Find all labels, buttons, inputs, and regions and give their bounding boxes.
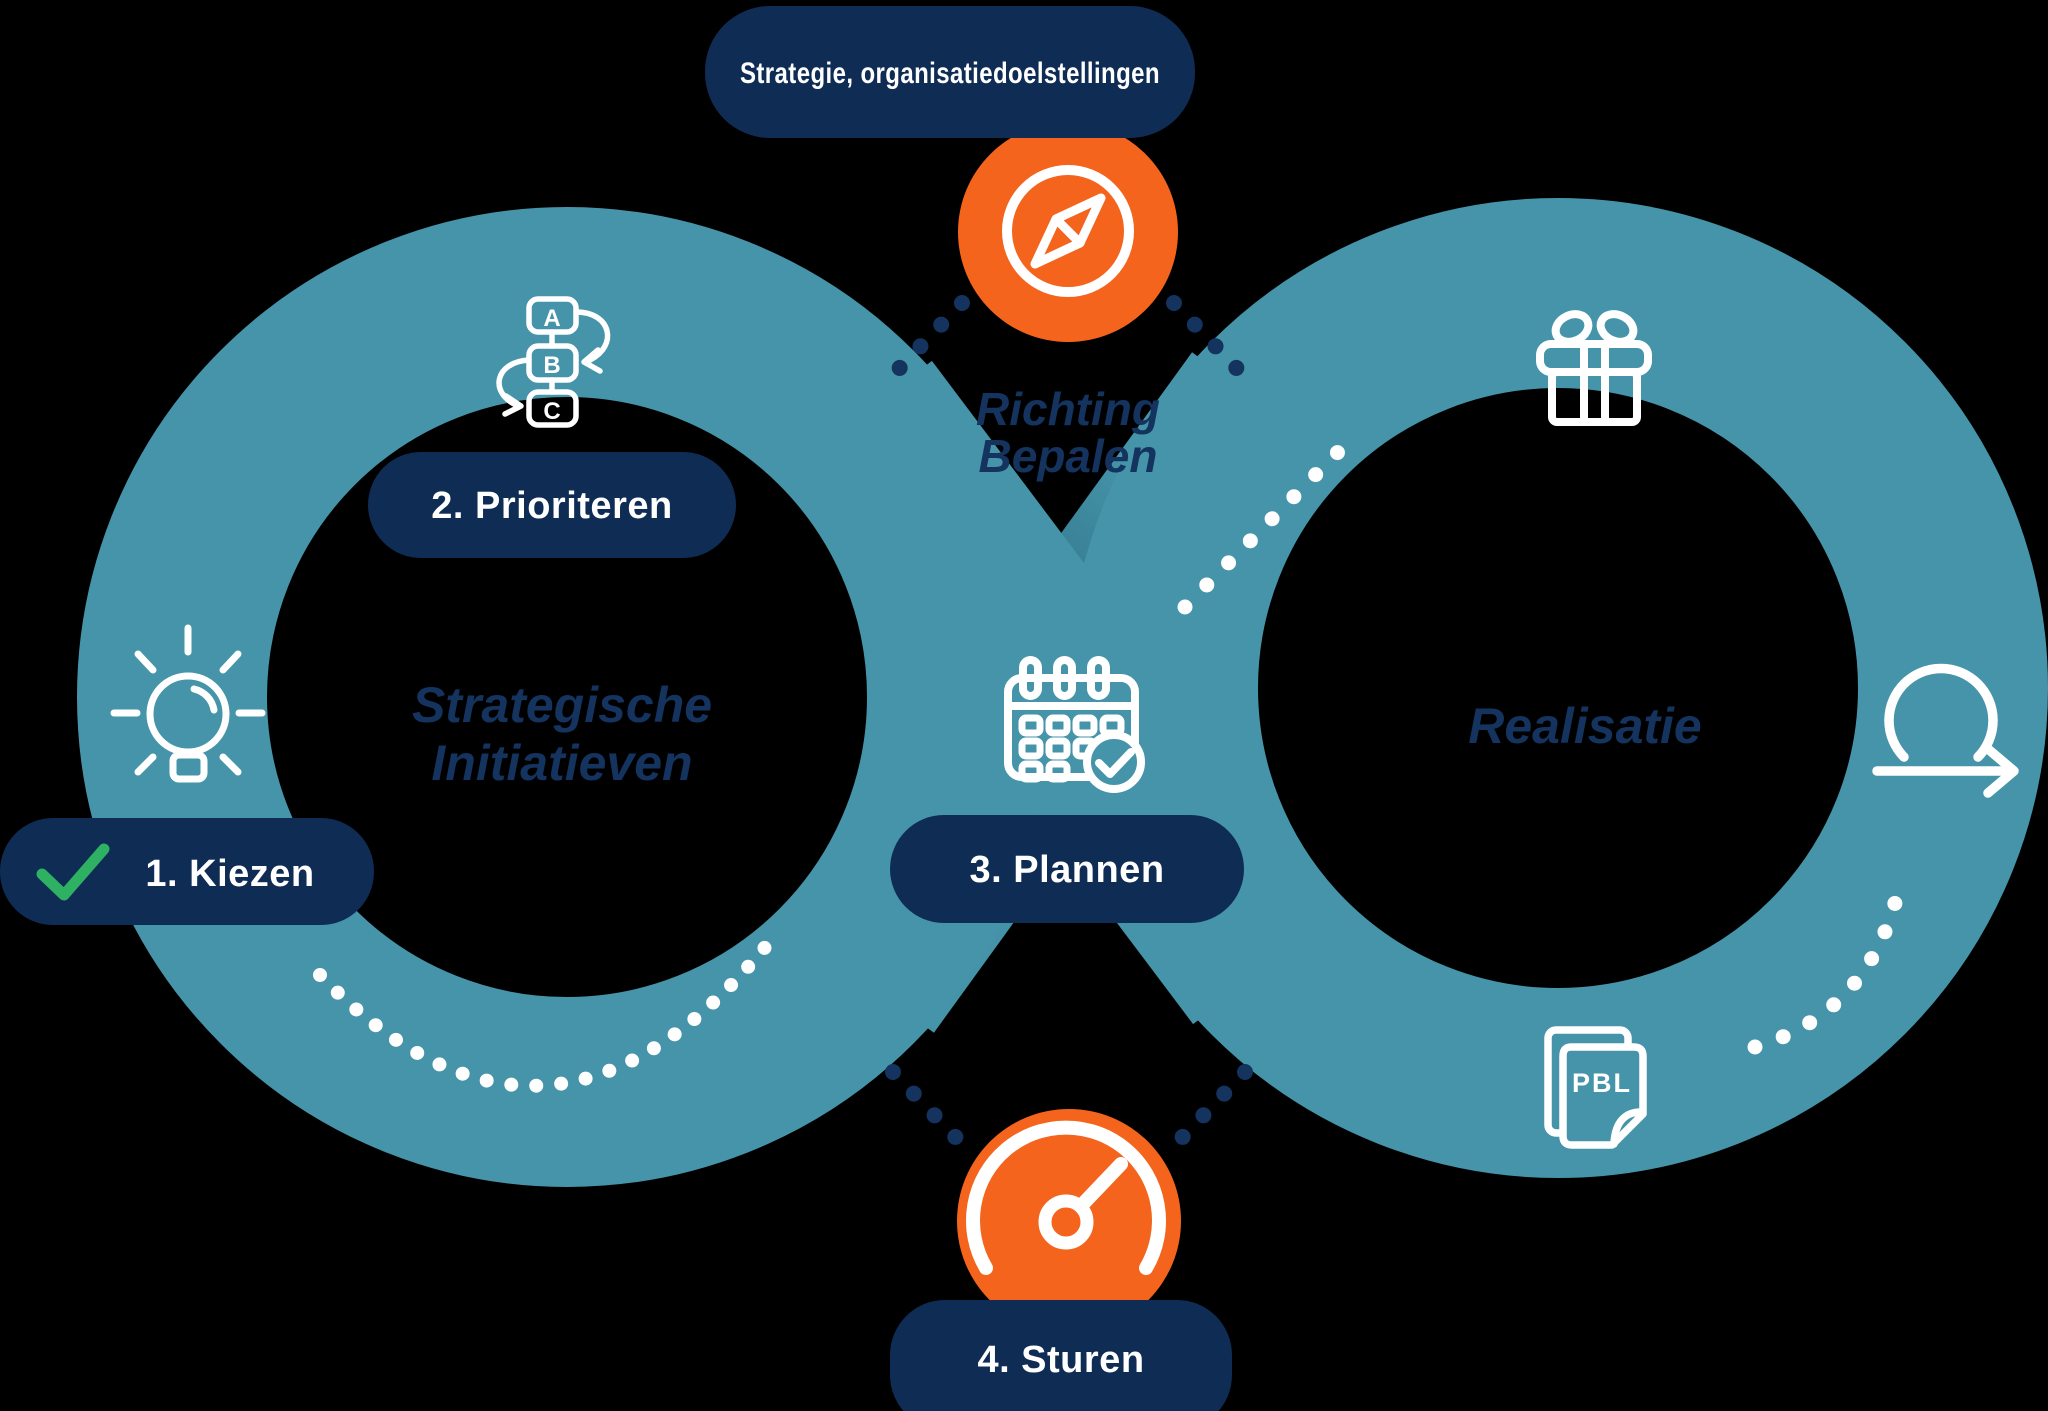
compass-node [958,122,1178,342]
abc-letter-b: B [543,352,560,379]
heading-richting-line2: Bepalen [979,430,1158,482]
compass-icon [1002,165,1134,297]
abc-priority-icon: A B C [496,296,611,428]
step-pill-sturen-bg [890,1300,1232,1411]
abc-letter-c: C [543,398,560,425]
flow-dots-right-loop-bottom [1747,895,1903,1055]
connector-dots-bottom-right [1165,1064,1253,1155]
step-pill-plannen-bg [890,815,1244,923]
banner-pill: Strategie, organisatiedoelstellingen [705,6,1195,138]
pbl-document-icon: PBL [1544,1026,1647,1149]
gift-icon [1536,310,1652,426]
connector-dots-top-right [1166,295,1254,386]
gauge-node-circle [957,1109,1181,1333]
phase-headings: Richting Bepalen Strategische Initiatiev… [412,383,1702,791]
flow-dots-left-loop-bottom [313,928,782,1093]
checkmark-icon [36,843,110,901]
banner-pill-label: Strategie, organisatiedoelstellingen [740,57,1160,90]
node-connector-dots [882,295,1254,1155]
gauge-icon [966,1120,1166,1275]
sprint-loop-icon [1872,663,2019,798]
step-pill-prioriteren-bg [368,452,736,558]
step-pill-plannen-label: 3. Plannen [969,849,1164,891]
lightbulb-icon [110,624,266,783]
step-pill-prioriteren-label: 2. Prioriteren [431,485,672,527]
step-pill-plannen: 3. Plannen [890,815,1244,923]
heading-strategische-line1: Strategische [412,677,712,733]
heading-richting-line1: Richting [976,383,1160,435]
step-pill-kiezen-bg [0,818,374,925]
abc-letter-a: A [543,305,560,332]
heading-realisatie: Realisatie [1468,698,1701,754]
step-pill-prioriteren: 2. Prioriteren [368,452,736,558]
band-right-loop [1068,198,2048,1178]
flow-dots-crossing-up [1177,444,1346,615]
gauge-node [957,1109,1181,1333]
heading-strategische-line2: Initiatieven [431,735,692,791]
connector-dots-top-left [882,295,970,386]
pbl-label: PBL [1572,1068,1632,1098]
calendar-check-icon [1004,656,1145,793]
step-pill-sturen: 4. Sturen [890,1300,1232,1411]
connector-dots-bottom-left [885,1064,973,1155]
banner-pill-bg [705,6,1195,138]
step-pill-kiezen: 1. Kiezen [0,818,374,925]
step-pill-kiezen-label: 1. Kiezen [145,853,314,895]
flow-dots [313,444,1903,1093]
step-pill-sturen-label: 4. Sturen [977,1339,1144,1381]
